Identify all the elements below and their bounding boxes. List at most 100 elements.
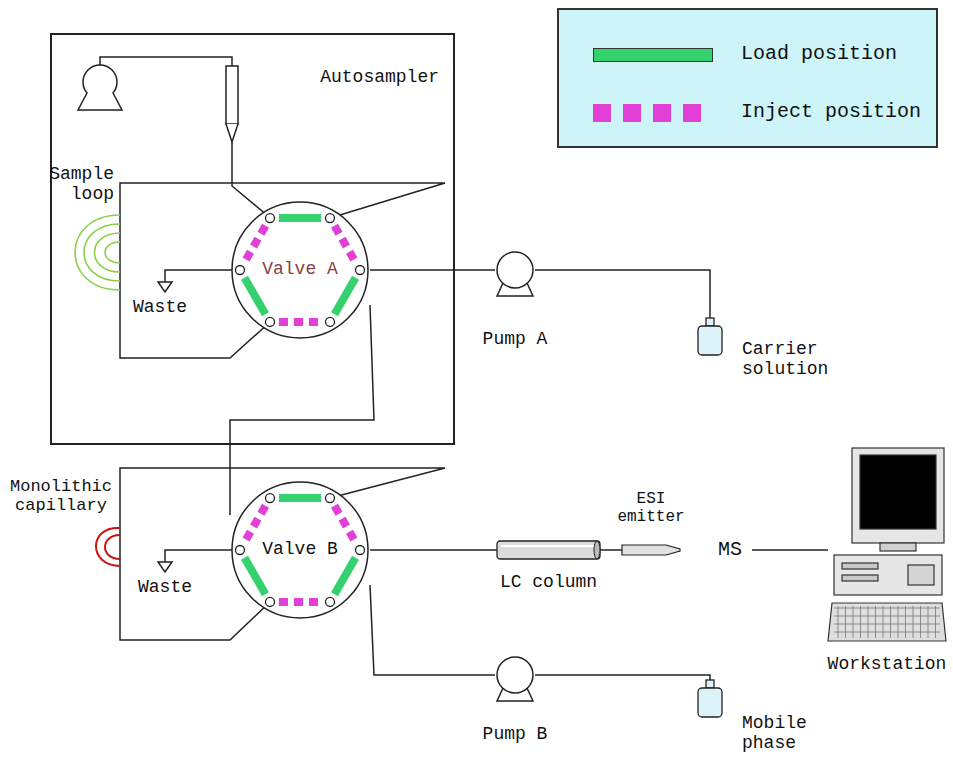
valve-port [266,494,275,503]
load-channel [335,278,356,314]
pump-base [78,93,122,110]
valve-port [326,494,335,503]
valve-symbol: Valve A [230,200,370,340]
load-channel [335,558,356,594]
valve-port [356,546,365,555]
capillary-coil [96,528,120,566]
legend-swatch [593,104,713,122]
load-channel [245,278,266,314]
waste-symbol [158,562,172,572]
node-label: Valve A [262,260,338,280]
valve-port [326,317,335,326]
node-label: Carrier solution [742,340,842,380]
monitor-screen [860,455,936,529]
waste-line [165,270,240,282]
tubing-line [370,549,497,551]
label-text: Monolithic capillary [8,478,114,515]
valve-port [356,266,365,275]
syringe-barrel [226,66,238,124]
monitor-case [852,448,944,543]
inject-channel [245,226,266,262]
node-label: Pump A [483,330,548,350]
inject-channel [245,506,266,542]
waste-symbol [158,282,172,292]
node-label: Valve B [262,540,338,560]
load-channel [279,214,321,222]
valve-port [266,317,275,326]
column-body [497,541,600,559]
waste-label: Waste [130,578,200,598]
waste-line [165,550,240,562]
tubing-line [370,585,495,675]
lc-column-outline [497,539,600,561]
inject-channel [279,318,321,326]
solvent-bottle: Carrier solution [696,318,724,355]
bottle-neck [706,680,714,688]
solvent-bottle-outline [696,318,724,355]
solvent-bottle-outline [696,680,724,717]
needle-line [232,142,268,216]
sample-loop-coil [75,215,120,290]
node-label: Mobile phase [742,714,842,754]
valve-port [266,214,275,223]
pump-head [497,252,533,288]
inject-channel [279,598,321,606]
label-text: Waste [125,298,195,318]
solvent-bottle: Mobile phase [696,680,724,717]
label-text: Waste [130,578,200,598]
valve-frame [120,468,445,640]
drive-slot [842,563,878,569]
bottle-body [698,326,722,355]
keyboard [828,603,946,641]
valve-body [232,482,368,618]
inject-channel [335,226,356,262]
node-label: LC column [500,573,597,593]
emitter-tip [622,545,680,555]
load-channel [279,494,321,502]
pump-symbol: Pump A [495,250,535,290]
legend-row: Load position [559,42,936,68]
pump-symbol: Pump B [495,655,535,695]
node-label: Pump B [483,725,548,745]
drive-slot [842,575,878,581]
workstation-icon: Workstation [828,445,946,648]
esi-emitter: ESI emitter [622,545,680,555]
valve-port [236,266,245,275]
legend-text: Inject position [741,101,921,123]
tube [100,57,232,66]
bottle-neck [706,318,714,326]
node-label: ESI emitter [606,491,696,526]
valve-port [266,597,275,606]
tubing-line [535,270,710,318]
valve-port [326,214,335,223]
syringe-tip [226,124,238,142]
ms-box: MS [708,536,752,564]
legend-box: Load positionInject position [557,8,938,148]
pump-symbol-outline [495,250,535,290]
esi-emitter-outline [622,545,680,555]
column-end [594,541,600,559]
node-label: Autosampler [52,35,453,88]
tubing-line [535,675,710,680]
node-label: MS [718,539,742,561]
valve-port [326,597,335,606]
inject-channel [335,506,356,542]
part-label: Sample loop [48,165,114,205]
legend-row: Inject position [559,100,936,126]
tubing-line [370,269,495,271]
tubing-line [752,549,828,551]
column-highlight [501,545,596,547]
waste-label: Waste [125,298,195,318]
tubing-line [600,549,622,551]
valve-symbol: Valve B [230,480,370,620]
workstation-icon-outline [828,445,946,648]
legend-text: Load position [741,43,897,65]
part-label: Monolithic capillary [8,478,114,515]
bottle-body [698,688,722,717]
valve-port [236,546,245,555]
lc-column: LC column [497,539,600,561]
pump-head [497,657,533,693]
load-channel [245,558,266,594]
autosampler-box: AutosamplerValve A [50,33,455,445]
